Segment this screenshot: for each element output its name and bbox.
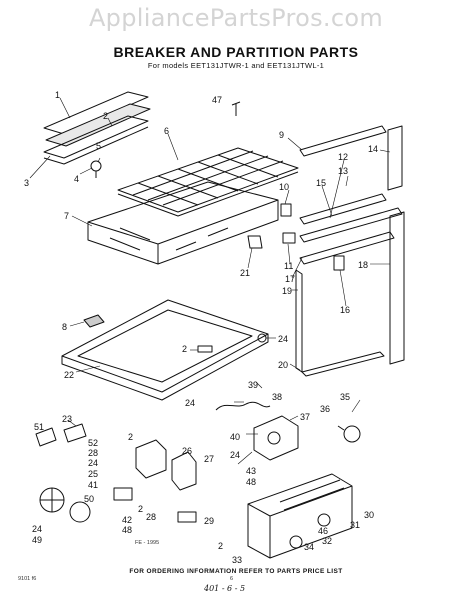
callout-24c: 24: [88, 458, 98, 468]
grid-shelf-part: [117, 147, 299, 217]
plug-part: [197, 345, 213, 353]
switch-part: [113, 487, 133, 501]
callout-14: 14: [368, 144, 378, 154]
callout-15: 15: [316, 178, 326, 188]
page-number: 6: [230, 576, 234, 582]
callout-2b: 2: [182, 344, 187, 354]
callout-7: 7: [64, 211, 69, 221]
callout-29: 29: [204, 516, 214, 526]
callout-21: 21: [240, 268, 250, 278]
screw-part: [90, 160, 102, 178]
knob-part: [317, 513, 331, 527]
leader-lines: [29, 97, 391, 465]
callout-23: 23: [62, 414, 72, 424]
ordering-footer: FOR ORDERING INFORMATION REFER TO PARTS …: [129, 568, 343, 575]
callout-8: 8: [62, 322, 67, 332]
callout-40: 40: [230, 432, 240, 442]
clip-part: [247, 203, 345, 271]
control-housing-part: [253, 415, 299, 461]
callout-19: 19: [282, 286, 292, 296]
callout-35: 35: [340, 392, 350, 402]
callout-4: 4: [74, 174, 79, 184]
callout-12: 12: [338, 152, 348, 162]
callout-31: 31: [350, 520, 360, 530]
callout-26: 26: [182, 446, 192, 456]
vertical-bar-part: [387, 125, 403, 191]
callout-3: 3: [24, 178, 29, 188]
callout-51: 51: [34, 422, 44, 432]
wire-harness-part: [215, 401, 271, 411]
callout-36: 36: [320, 404, 330, 414]
stamp-code: FE - 1995: [135, 540, 160, 546]
damper-part: [171, 451, 197, 491]
knob-part: [289, 535, 303, 549]
callout-50: 50: [84, 494, 94, 504]
thermostat-part: [135, 439, 167, 479]
callout-24b: 24: [185, 398, 195, 408]
callout-41: 41: [88, 480, 98, 490]
callout-2d: 2: [138, 504, 143, 514]
callout-16: 16: [340, 305, 350, 315]
callout-1: 1: [55, 90, 60, 100]
callout-38: 38: [272, 392, 282, 402]
callout-39: 39: [248, 380, 258, 390]
callout-47: 47: [212, 95, 222, 105]
callout-17: 17: [285, 274, 295, 284]
callout-18: 18: [358, 260, 368, 270]
callout-2e: 2: [218, 541, 223, 551]
callout-42: 42: [122, 515, 132, 525]
callout-34: 34: [304, 542, 314, 552]
tray-part: [87, 181, 279, 265]
callout-48a: 48: [246, 477, 256, 487]
diagram-title: BREAKER AND PARTITION PARTS: [113, 44, 359, 60]
callout-25: 25: [88, 469, 98, 479]
callout-28a: 28: [88, 448, 98, 458]
small-block-part: [83, 314, 105, 328]
callout-11: 11: [284, 261, 293, 271]
callout-48b: 48: [122, 525, 132, 535]
bracket-part: [177, 511, 197, 523]
screw-part: [231, 101, 241, 116]
large-tray-part: [61, 299, 269, 401]
callout-33: 33: [232, 555, 242, 565]
callout-46: 46: [318, 526, 328, 536]
partition-frame-part: [295, 125, 403, 377]
callout-43: 43: [246, 466, 256, 476]
callout-32: 32: [322, 536, 332, 546]
callout-30: 30: [364, 510, 374, 520]
callout-24e: 24: [32, 524, 42, 534]
callout-10: 10: [279, 182, 289, 192]
screw-part: [257, 333, 267, 343]
callout-28b: 28: [146, 512, 156, 522]
callout-52: 52: [88, 438, 98, 448]
callout-24a: 24: [278, 334, 288, 344]
vertical-bar-part: [389, 211, 405, 365]
light-bulb-part: [337, 425, 361, 443]
diagram-subtitle: For models EET131JTWR-1 and EET131JTWL-1: [147, 61, 325, 70]
callout-5: 5: [96, 141, 101, 151]
callout-9: 9: [279, 130, 284, 140]
callout-2c: 2: [128, 432, 133, 442]
callout-37: 37: [300, 412, 310, 422]
fan-motor-part: [39, 487, 91, 523]
handwritten-note: 401 - 6 - 5: [204, 584, 246, 593]
callout-20: 20: [278, 360, 288, 370]
callout-49: 49: [32, 535, 42, 545]
left-code: 9101 f6: [18, 576, 37, 582]
breaker-strip-part: [43, 91, 151, 165]
callout-27: 27: [204, 454, 214, 464]
callout-labels: 1 2 3 4 5 6 7 8 9 10 11 12 13 14 15 16 1…: [24, 90, 378, 565]
callout-2: 2: [103, 111, 108, 121]
callout-6: 6: [164, 126, 169, 136]
watermark-text: AppliancePartsPros.com: [88, 4, 384, 32]
callout-22: 22: [64, 370, 74, 380]
callout-24d: 24: [230, 450, 240, 460]
callout-13: 13: [338, 166, 348, 176]
control-panel-part: [247, 473, 353, 559]
